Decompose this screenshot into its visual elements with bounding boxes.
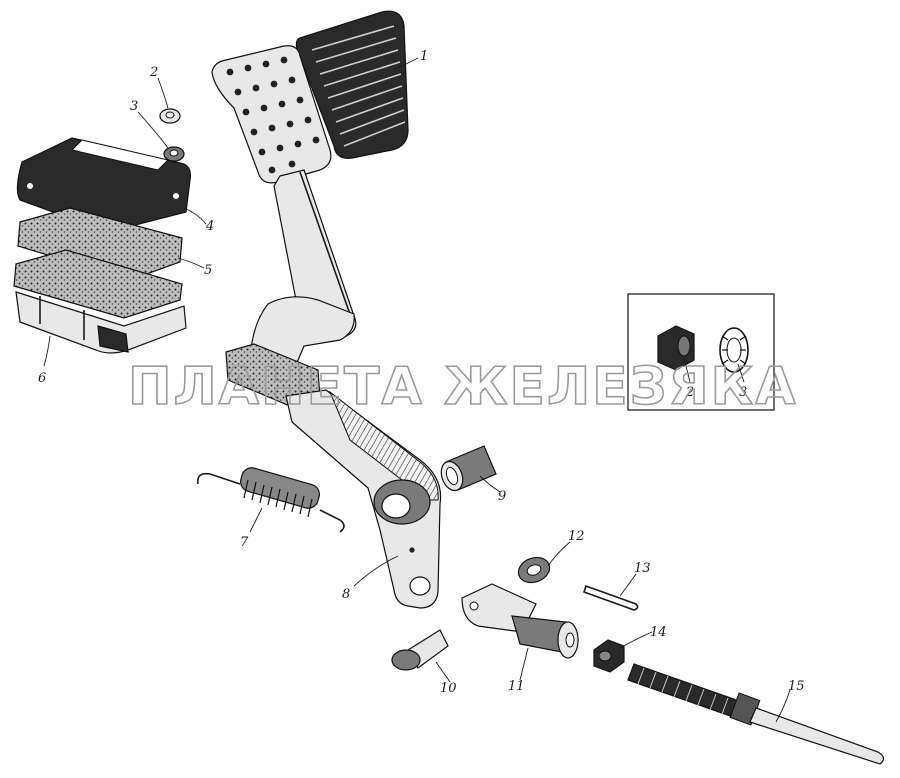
inset-label-2: 2 — [685, 385, 694, 400]
pedal-lever — [211, 45, 442, 609]
watermark-text: ПЛАНЕТА ЖЕЛЕЗЯКА — [128, 357, 797, 417]
leader-lines — [43, 57, 791, 723]
callout-2: 2 — [149, 65, 158, 80]
bushing-9 — [440, 445, 497, 492]
inset-lock-washer — [719, 327, 749, 373]
callout-10: 10 — [440, 681, 457, 696]
washer-3 — [163, 146, 185, 162]
callout-3: 3 — [130, 99, 138, 114]
return-spring-7 — [196, 467, 345, 533]
nut-14 — [593, 639, 625, 673]
callout-9: 9 — [498, 489, 506, 504]
base-6 — [13, 249, 187, 354]
inset-nut — [657, 325, 695, 371]
callout-6: 6 — [38, 371, 46, 386]
nut-2 — [159, 108, 181, 124]
callout-11: 11 — [508, 679, 525, 694]
callout-1: 1 — [420, 49, 428, 64]
callout-7: 7 — [240, 535, 249, 550]
cotter-pin-13 — [582, 584, 639, 611]
callout-4: 4 — [205, 219, 214, 234]
washer-12 — [517, 556, 551, 584]
callout-12: 12 — [568, 529, 585, 544]
clevis-pin-10 — [391, 629, 449, 671]
inset-label-3: 3 — [739, 385, 747, 400]
threaded-rod-15 — [627, 663, 885, 765]
inset-detail-box: 2 3 — [627, 293, 775, 411]
callout-13: 13 — [634, 561, 651, 576]
callout-14: 14 — [650, 625, 667, 640]
callout-15: 15 — [788, 679, 805, 694]
pad-5 — [17, 207, 183, 281]
pedal-pad-rubber — [295, 10, 409, 159]
clevis-fork-11 — [461, 583, 579, 659]
cover-plate-4 — [16, 137, 191, 233]
callout-8: 8 — [342, 587, 350, 602]
callout-5: 5 — [204, 263, 212, 278]
callout-labels: 1 2 3 4 5 6 7 8 9 10 11 12 13 14 15 — [38, 49, 805, 696]
